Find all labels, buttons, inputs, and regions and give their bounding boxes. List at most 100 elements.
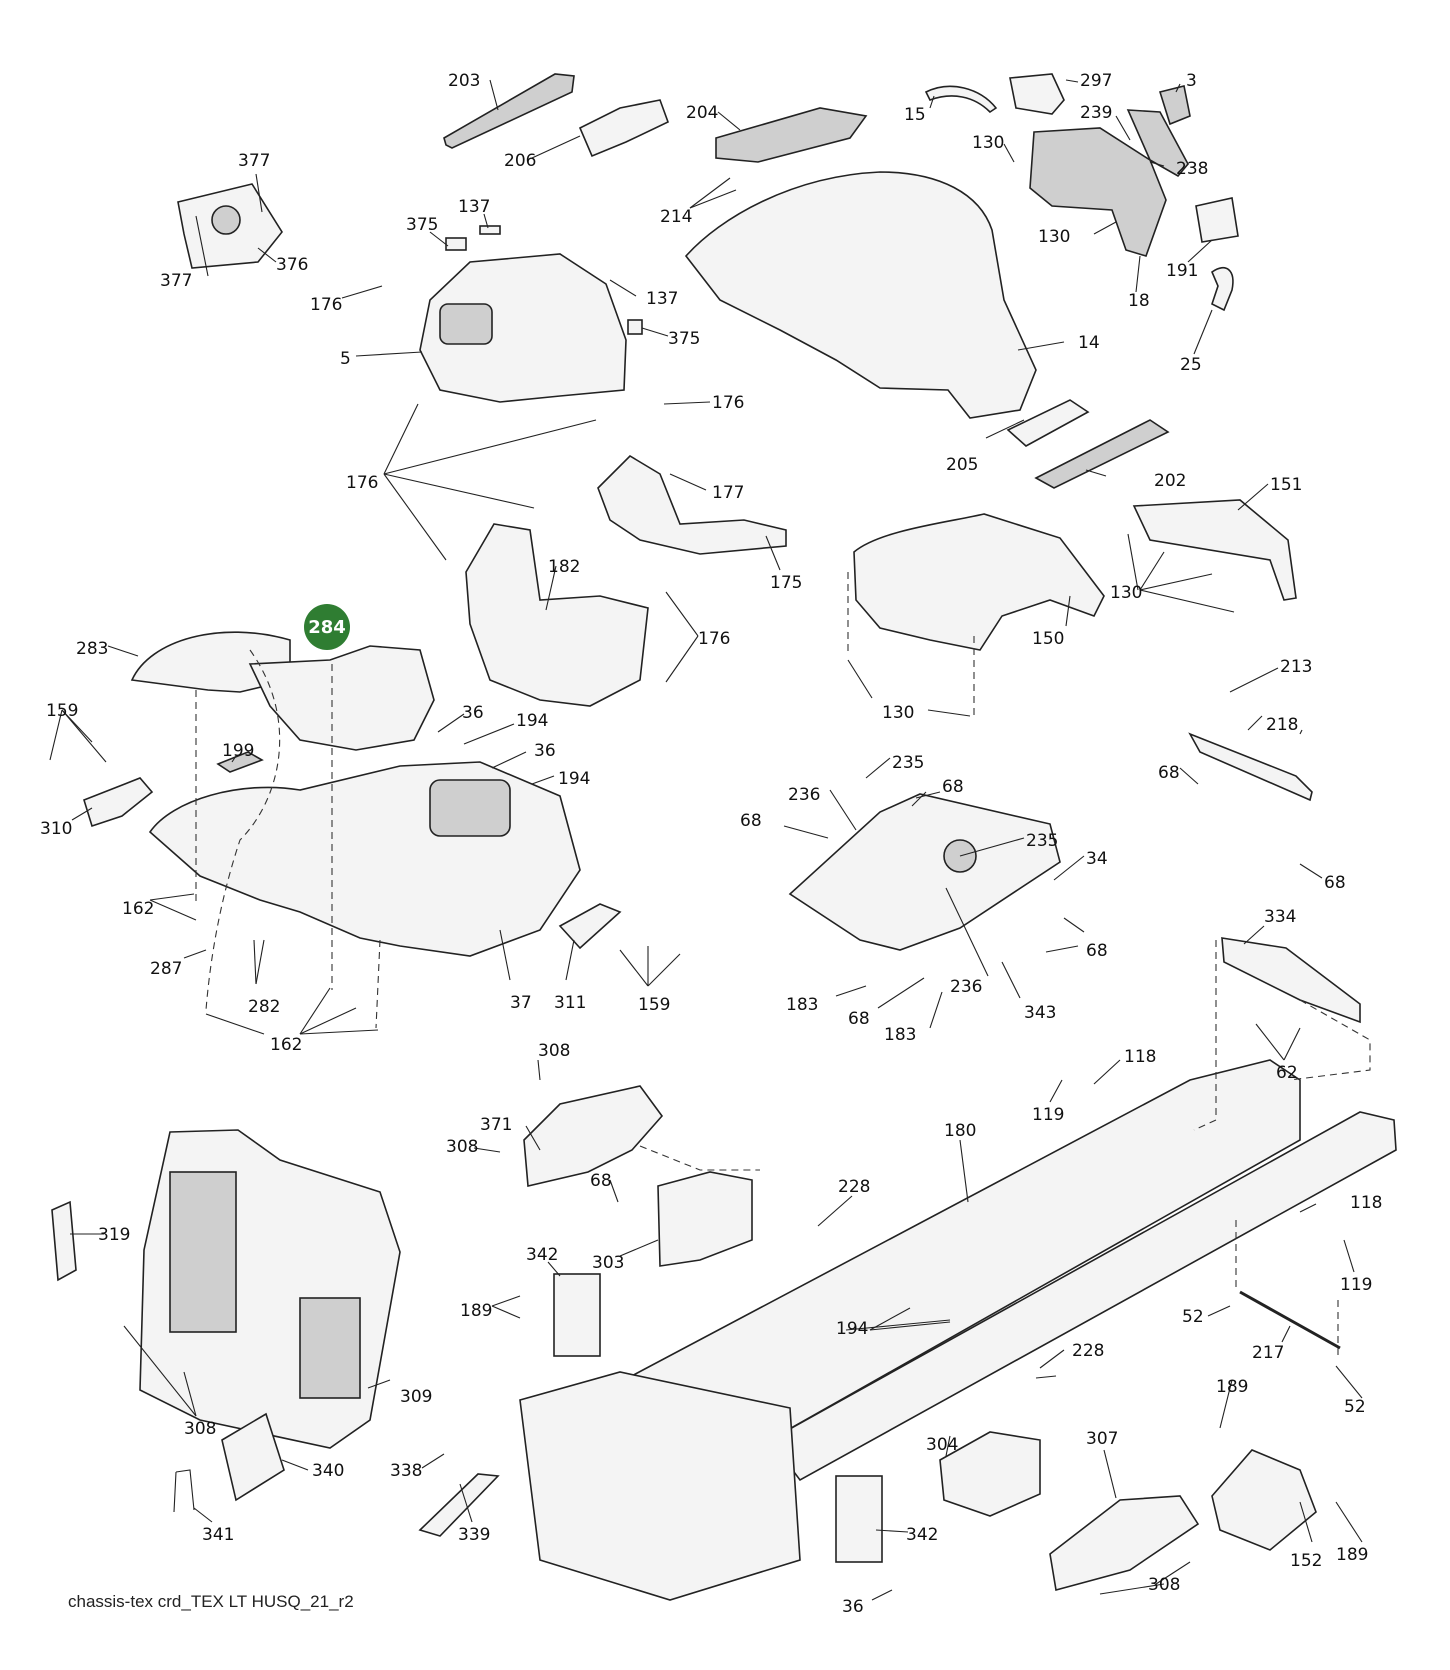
part-203 (443, 73, 575, 149)
part-310 (83, 777, 154, 828)
part-375-b (627, 319, 643, 335)
callout-52-a: 52 (1182, 1307, 1204, 1327)
part-334 (1221, 937, 1361, 1024)
callout-377-a: 377 (238, 151, 270, 171)
callout-182: 182 (548, 557, 580, 577)
callout-297: 297 (1080, 71, 1112, 91)
part-284 (248, 645, 435, 751)
callout-371: 371 (480, 1115, 512, 1135)
callout-342-b: 342 (906, 1525, 938, 1545)
callout-180: 180 (944, 1121, 976, 1141)
callout-162-b: 162 (270, 1035, 302, 1055)
callout-189-b: 189 (1216, 1377, 1248, 1397)
callout-130-d: 130 (882, 703, 914, 723)
callout-203: 203 (448, 71, 480, 91)
part-304 (939, 1431, 1041, 1517)
part-307 (1049, 1495, 1200, 1592)
part-15 (924, 85, 998, 114)
part-3 (1158, 85, 1191, 126)
callout-338: 338 (390, 1461, 422, 1481)
callout-159-b: 159 (638, 995, 670, 1015)
callout-304: 304 (926, 1435, 958, 1455)
callout-34: 34 (1086, 849, 1108, 869)
part-199 (216, 751, 264, 773)
callout-36-c: 36 (842, 1597, 864, 1617)
callout-176-c: 176 (346, 473, 378, 493)
callout-375-a: 375 (406, 215, 438, 235)
callout-194-c: 194 (836, 1319, 868, 1339)
callout-130-a: 130 (972, 133, 1004, 153)
part-303 (657, 1171, 753, 1267)
callout-25: 25 (1180, 355, 1202, 375)
callout-228-b: 228 (1072, 1341, 1104, 1361)
part-341 (173, 1469, 195, 1513)
callout-310: 310 (40, 819, 72, 839)
callout-303: 303 (592, 1253, 624, 1273)
callout-119-a: 119 (1032, 1105, 1064, 1125)
callout-3: 3 (1186, 71, 1197, 91)
callout-118-b: 118 (1350, 1193, 1382, 1213)
part-309-screen-left (169, 1171, 237, 1333)
callout-283: 283 (76, 639, 108, 659)
callout-319: 319 (98, 1225, 130, 1245)
callout-334: 334 (1264, 907, 1296, 927)
callout-68-d: 68 (740, 811, 762, 831)
callout-183-a: 183 (786, 995, 818, 1015)
callout-194-a: 194 (516, 711, 548, 731)
part-342-b (835, 1475, 883, 1563)
callout-340: 340 (312, 1461, 344, 1481)
part-202 (1034, 419, 1170, 489)
part-37 (148, 761, 581, 957)
callout-307: 307 (1086, 1429, 1118, 1449)
callout-311: 311 (554, 993, 586, 1013)
callout-137-a: 137 (458, 197, 490, 217)
callout-177: 177 (712, 483, 744, 503)
callout-202: 202 (1154, 471, 1186, 491)
callout-176-a: 176 (310, 295, 342, 315)
callout-377-b: 377 (160, 271, 192, 291)
callout-68-f: 68 (848, 1009, 870, 1029)
part-18 (1029, 127, 1167, 257)
callout-68-c: 68 (942, 777, 964, 797)
callout-5: 5 (340, 349, 351, 369)
callout-308-c: 308 (184, 1419, 216, 1439)
callout-238: 238 (1176, 159, 1208, 179)
callout-194-b: 194 (558, 769, 590, 789)
callout-137-b: 137 (646, 289, 678, 309)
callout-14: 14 (1078, 333, 1100, 353)
callout-118-a: 118 (1124, 1047, 1156, 1067)
callout-308-b: 308 (446, 1137, 478, 1157)
leader-lines (49, 79, 1363, 1601)
callout-239: 239 (1080, 103, 1112, 123)
callout-119-b: 119 (1340, 1275, 1372, 1295)
callout-152: 152 (1290, 1551, 1322, 1571)
callout-236-a: 236 (788, 785, 820, 805)
part-182 (465, 523, 649, 707)
callout-175: 175 (770, 573, 802, 593)
callout-343: 343 (1024, 1003, 1056, 1023)
part-375-a (445, 237, 467, 251)
callout-218: 218 (1266, 715, 1298, 735)
part-340 (221, 1412, 285, 1502)
callout-205: 205 (946, 455, 978, 475)
callout-130-b: 130 (1038, 227, 1070, 247)
part-191 (1195, 197, 1239, 243)
part-37-opening (429, 779, 511, 837)
callout-309: 309 (400, 1387, 432, 1407)
callout-159-a: 159 (46, 701, 78, 721)
callout-236-b: 236 (950, 977, 982, 997)
callout-68-a: 68 (1158, 763, 1180, 783)
diagram-caption: chassis-tex crd_TEX LT HUSQ_21_r2 (68, 1592, 354, 1611)
part-217 (1239, 1290, 1341, 1350)
callout-206: 206 (504, 151, 536, 171)
part-309-screen-right (299, 1297, 361, 1399)
highlight-badge-284[interactable]: 284 (304, 604, 350, 650)
part-371 (523, 1085, 664, 1187)
part-376-hole (211, 205, 241, 235)
callout-282: 282 (248, 997, 280, 1017)
callout-235-b: 235 (1026, 831, 1058, 851)
callout-68-e: 68 (1086, 941, 1108, 961)
part-175 (597, 454, 787, 555)
callout-191: 191 (1166, 261, 1198, 281)
callout-176-d: 176 (698, 629, 730, 649)
